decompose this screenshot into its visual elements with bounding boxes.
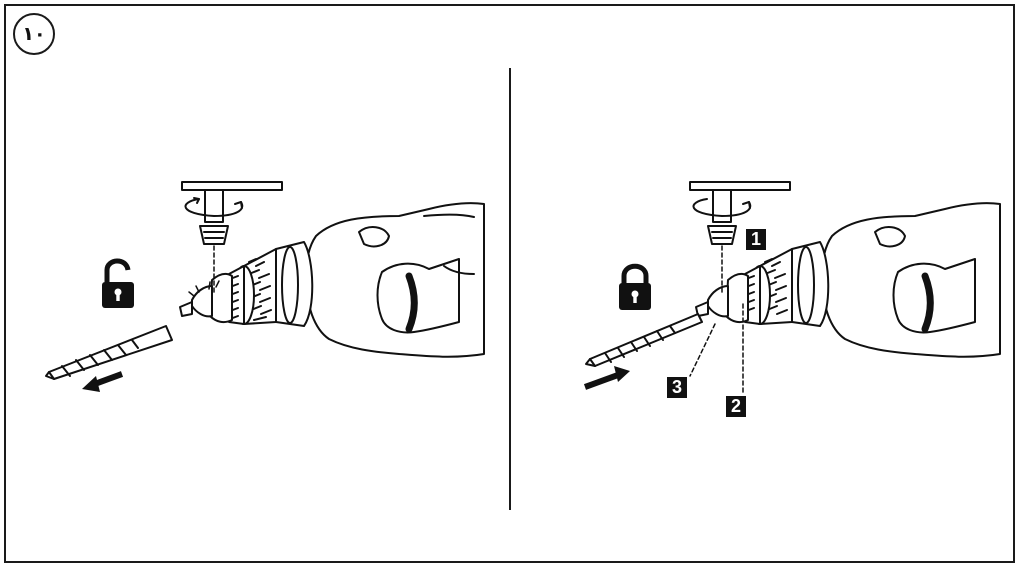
step-label-3: 3 <box>667 377 687 398</box>
drill-bit <box>586 314 702 366</box>
drill-body <box>822 203 1000 357</box>
drill-body <box>306 203 484 357</box>
step-label-1: 1 <box>746 229 766 250</box>
drill-chuck <box>696 242 828 326</box>
step-label-2: 2 <box>726 396 746 417</box>
padlock-closed-icon <box>619 266 651 310</box>
unlock-illustration <box>4 4 509 563</box>
drill-bit <box>46 326 172 379</box>
arrow-out-icon <box>82 374 122 392</box>
lock-illustration <box>510 4 1015 563</box>
drill-chuck <box>180 242 312 326</box>
panel-unlock <box>4 4 509 563</box>
panel-lock: 1 2 3 <box>510 4 1015 563</box>
padlock-open-icon <box>102 261 134 308</box>
arrow-in-icon <box>585 366 630 387</box>
step-3-leader <box>690 324 715 376</box>
